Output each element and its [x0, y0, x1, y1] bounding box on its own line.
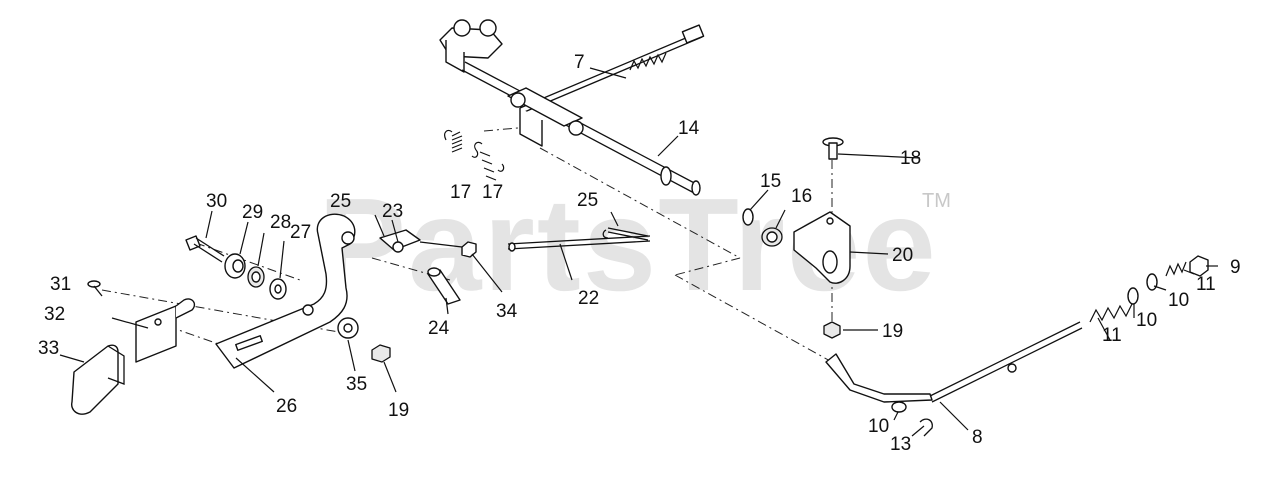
callout-7: 7 — [574, 52, 585, 73]
part-pedal-bracket-32 — [135, 298, 196, 363]
part-spacer-29 — [224, 253, 246, 279]
part-spring-11-upper — [1165, 261, 1187, 277]
part-bolt-30 — [185, 235, 225, 263]
callout-10-upper: 10 — [1168, 290, 1189, 311]
part-rod-7 — [519, 24, 705, 114]
callout-17a: 17 — [450, 182, 471, 203]
callout-31: 31 — [50, 274, 71, 295]
watermark-trademark: TM — [922, 190, 951, 212]
callout-9: 9 — [1230, 257, 1241, 278]
callout-8: 8 — [972, 427, 983, 448]
callout-13: 13 — [890, 434, 911, 455]
part-nut-34 — [461, 241, 477, 258]
callout-16: 16 — [791, 186, 812, 207]
callout-19-left: 19 — [388, 400, 409, 421]
callout-23: 23 — [382, 201, 403, 222]
part-bolt-18 — [822, 137, 844, 160]
callout-24: 24 — [428, 318, 450, 339]
part-screw-31 — [87, 280, 103, 297]
part-washer-28 — [247, 266, 265, 288]
callout-25b: 25 — [577, 190, 598, 211]
callout-19-right: 19 — [882, 321, 903, 342]
callout-22: 22 — [578, 288, 599, 309]
callout-11-upper: 11 — [1196, 274, 1216, 295]
callout-11-lower: 11 — [1102, 325, 1122, 346]
part-rod-8 — [825, 321, 1083, 403]
part-spring-11-lower — [1089, 303, 1133, 323]
part-washers-10 — [891, 273, 1158, 413]
callout-28: 28 — [270, 212, 291, 233]
part-bracket-20 — [793, 211, 851, 284]
part-washer-15 — [742, 208, 754, 226]
callout-17b: 17 — [482, 182, 503, 203]
part-clip-13 — [919, 418, 933, 437]
callout-14: 14 — [678, 118, 700, 139]
part-pedal-pad-33 — [71, 344, 125, 415]
callout-10-middle: 10 — [1136, 310, 1157, 331]
callout-15: 15 — [760, 171, 781, 192]
part-clevis-23 — [379, 229, 463, 253]
leader-lines — [59, 67, 1218, 437]
part-springs-17 — [444, 129, 505, 181]
callout-20: 20 — [892, 245, 913, 266]
callout-27: 27 — [290, 222, 311, 243]
callout-29: 29 — [242, 202, 263, 223]
callout-25a: 25 — [330, 191, 351, 212]
callout-34: 34 — [496, 301, 518, 322]
part-washer-27 — [269, 278, 287, 300]
callout-35: 35 — [346, 374, 367, 395]
callout-33: 33 — [38, 338, 59, 359]
part-bushing-16 — [761, 227, 783, 247]
part-nut-19-left — [371, 344, 391, 363]
callout-32: 32 — [44, 304, 65, 325]
part-washer-35 — [337, 317, 359, 339]
part-pin-25 — [602, 227, 649, 241]
callout-26: 26 — [276, 396, 297, 417]
part-rod-22 — [507, 235, 651, 252]
part-nut-19-right — [823, 321, 841, 339]
callout-18: 18 — [900, 148, 921, 169]
callout-10-lower: 10 — [868, 416, 889, 437]
part-shaft-14 — [439, 19, 701, 196]
callout-30: 30 — [206, 191, 227, 212]
callout-labels: 7 14 17 17 18 15 16 20 25 23 25 30 29 28… — [38, 52, 1241, 455]
part-lever-26 — [215, 213, 356, 369]
part-pin-24 — [427, 267, 461, 305]
